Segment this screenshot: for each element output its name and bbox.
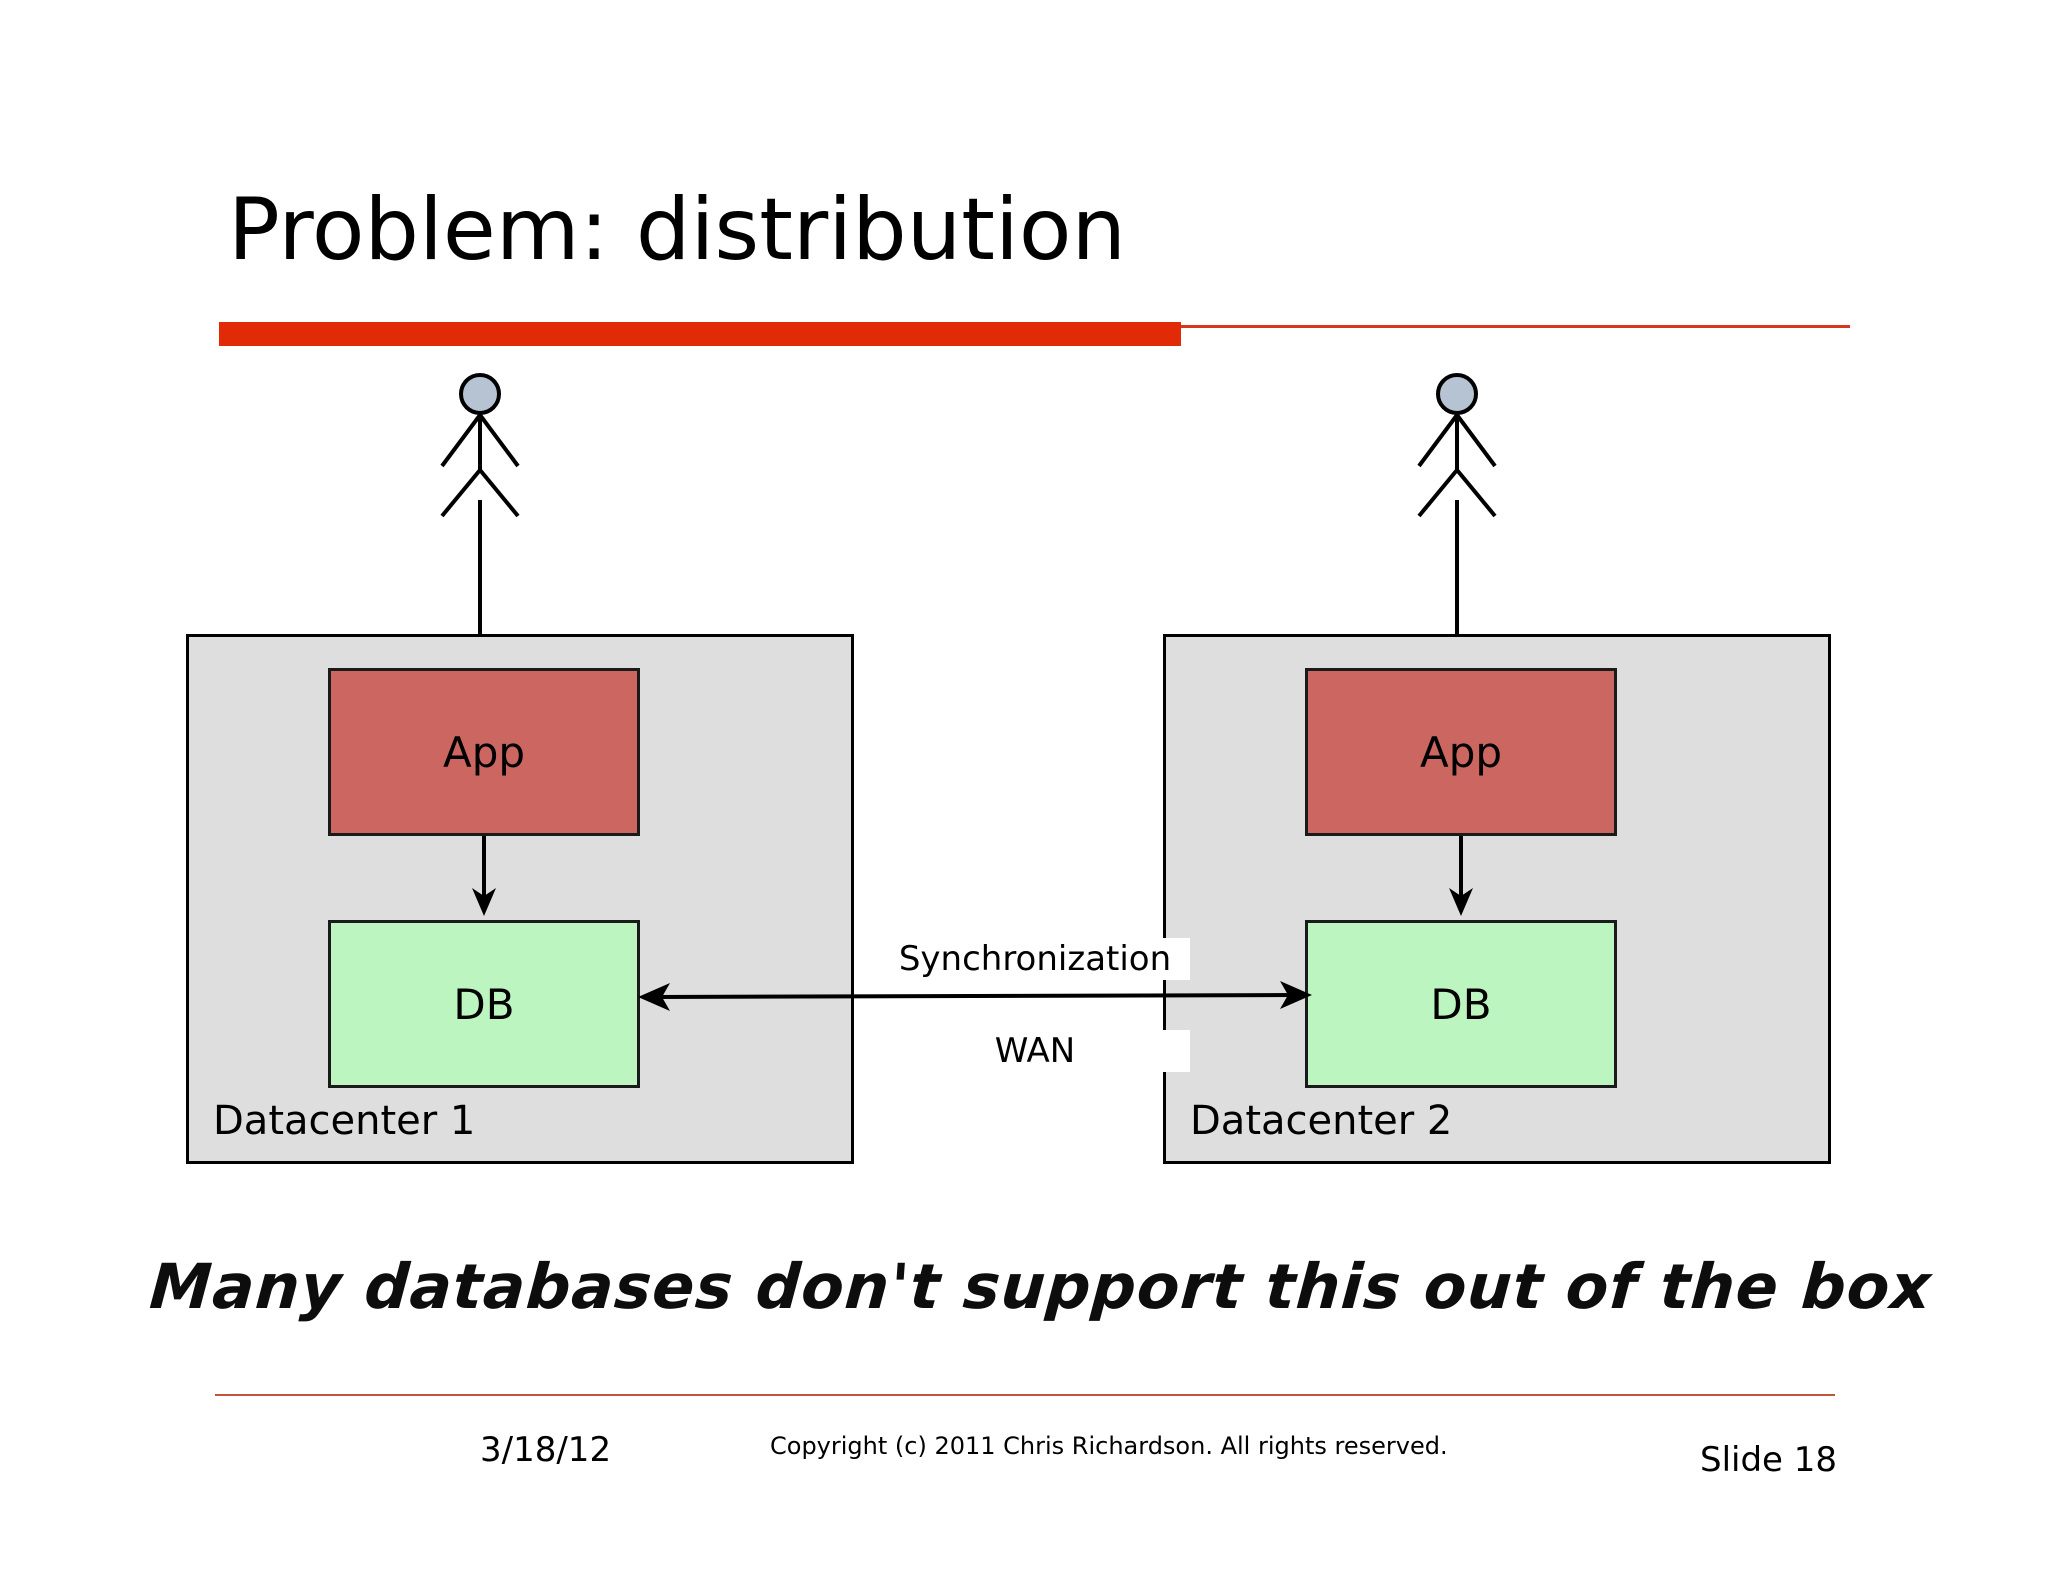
- user-actor-1: [420, 372, 540, 522]
- footer-copyright: Copyright (c) 2011 Chris Richardson. All…: [770, 1432, 1448, 1460]
- page-title: Problem: distribution: [228, 180, 1127, 280]
- app-node-label: App: [442, 727, 526, 777]
- datacenter-2-container: App DB Datacenter 2: [1163, 634, 1831, 1164]
- db-node-datacenter-2[interactable]: DB: [1305, 920, 1617, 1088]
- app-node-label: App: [1419, 727, 1503, 777]
- datacenter-1-container: App DB Datacenter 1: [186, 634, 854, 1164]
- footer-slide-number: Slide 18: [1700, 1440, 1838, 1480]
- app-node-datacenter-2[interactable]: App: [1305, 668, 1617, 836]
- arrow-app2-to-db2: [1449, 836, 1473, 916]
- stick-figure-icon: [1417, 373, 1497, 518]
- wan-link-label: WAN: [880, 1030, 1190, 1072]
- datacenter-1-label: Datacenter 1: [213, 1098, 476, 1144]
- db-node-datacenter-1[interactable]: DB: [328, 920, 640, 1088]
- title-rule-thick: [219, 322, 1181, 346]
- stick-figure-icon: [440, 373, 520, 518]
- sync-link-label: Synchronization: [880, 938, 1190, 980]
- db-node-label: DB: [453, 979, 515, 1029]
- handwritten-caption: Many databases don't support this out of…: [147, 1250, 1935, 1323]
- arrow-app1-to-db1: [472, 836, 496, 916]
- footer-rule: [215, 1394, 1835, 1396]
- arrow-db1-db2-sync: [638, 981, 1312, 1011]
- db-node-label: DB: [1430, 979, 1492, 1029]
- user-actor-2: [1397, 372, 1517, 522]
- footer-date: 3/18/12: [480, 1430, 612, 1470]
- app-node-datacenter-1[interactable]: App: [328, 668, 640, 836]
- datacenter-2-label: Datacenter 2: [1190, 1098, 1453, 1144]
